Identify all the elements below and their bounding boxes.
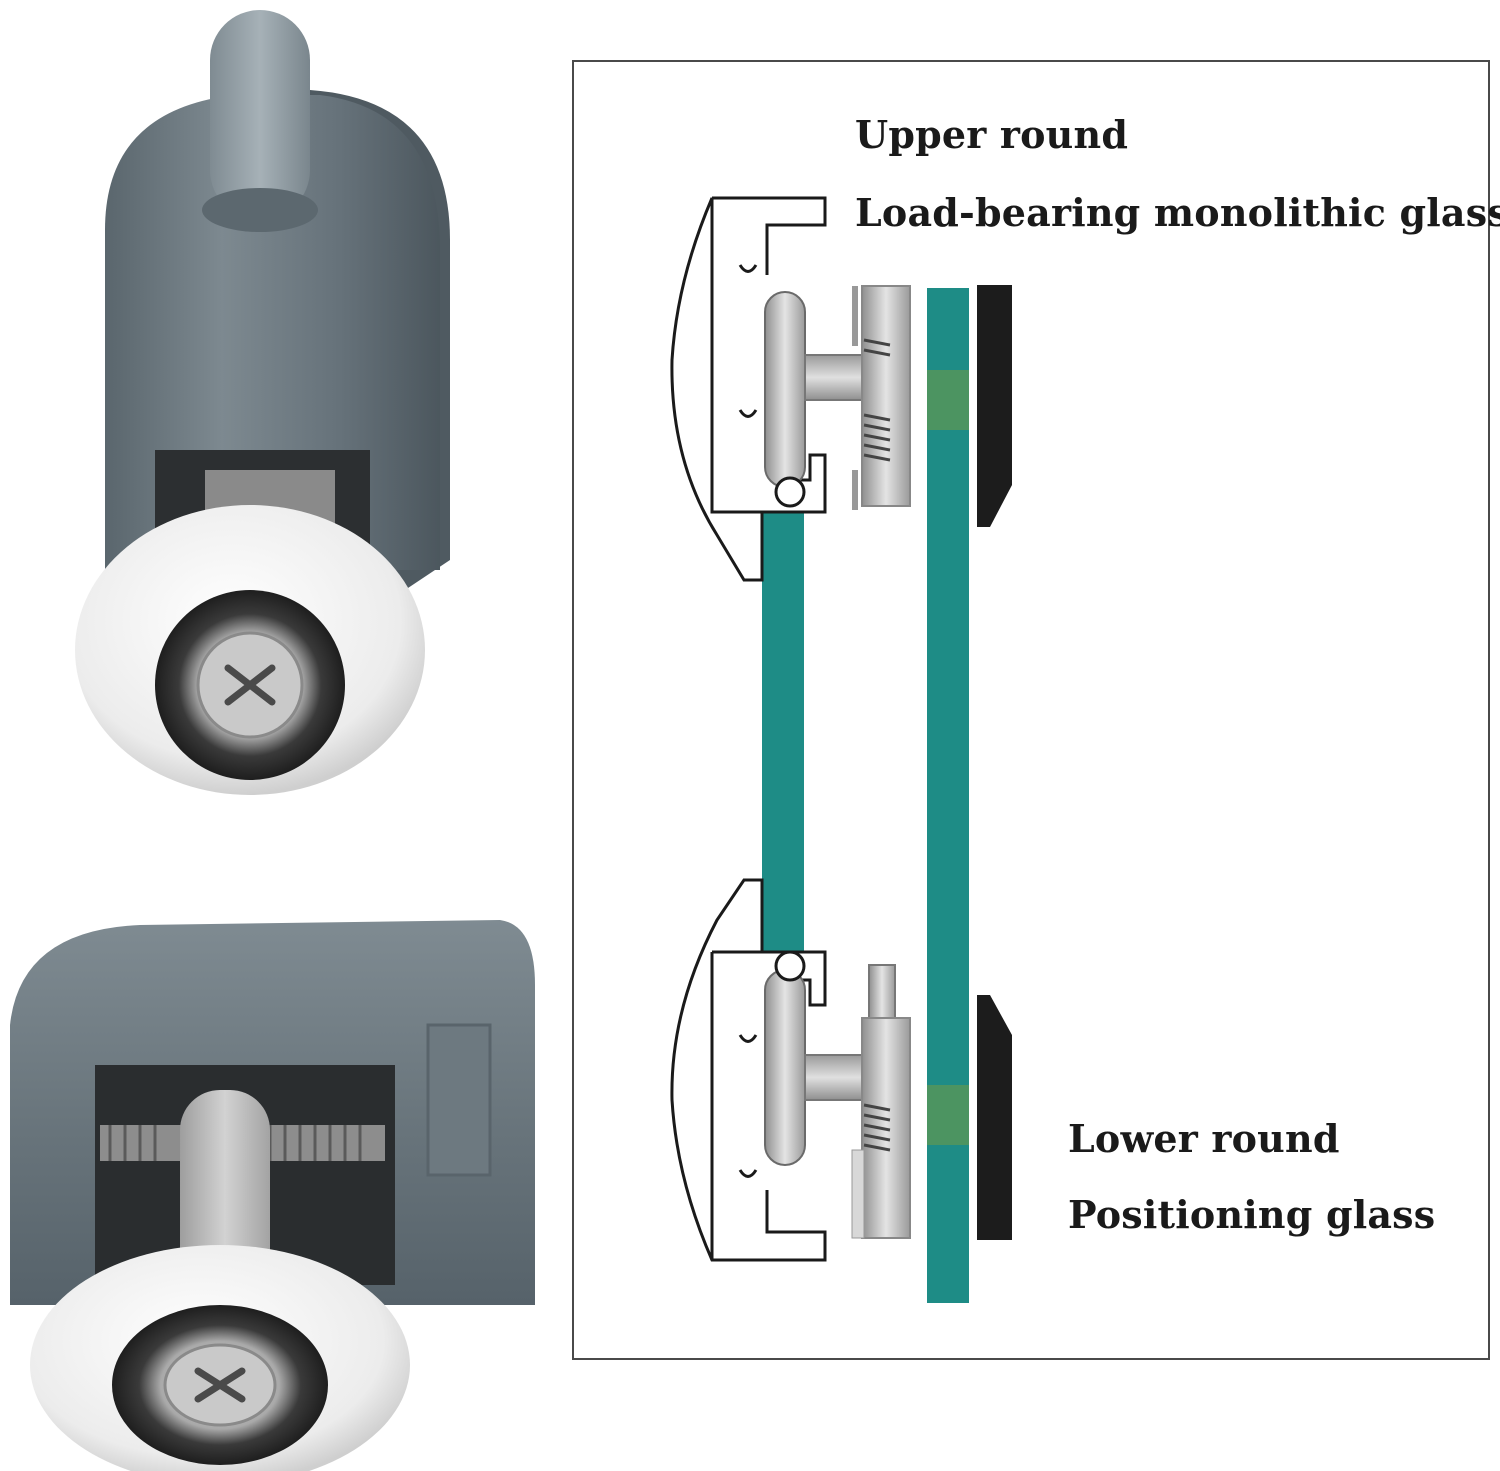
upper-roller-photo bbox=[75, 10, 450, 795]
cross-section-diagram bbox=[670, 196, 1012, 1303]
lower-bracket bbox=[670, 878, 827, 1262]
label-lower-round: Lower round bbox=[1068, 1116, 1340, 1161]
upper-seal bbox=[977, 285, 1012, 527]
label-upper-round: Upper round bbox=[855, 112, 1129, 157]
upper-bracket bbox=[670, 196, 827, 582]
lower-seal bbox=[977, 995, 1012, 1240]
label-load-bearing-glass: Load-bearing monolithic glass bbox=[855, 190, 1500, 235]
lower-roller-photo bbox=[10, 920, 535, 1471]
diagram-frame bbox=[572, 60, 1490, 1360]
label-positioning-glass: Positioning glass bbox=[1068, 1192, 1436, 1237]
front-glass-panel bbox=[762, 512, 804, 952]
rear-glass-panel bbox=[927, 288, 969, 1303]
